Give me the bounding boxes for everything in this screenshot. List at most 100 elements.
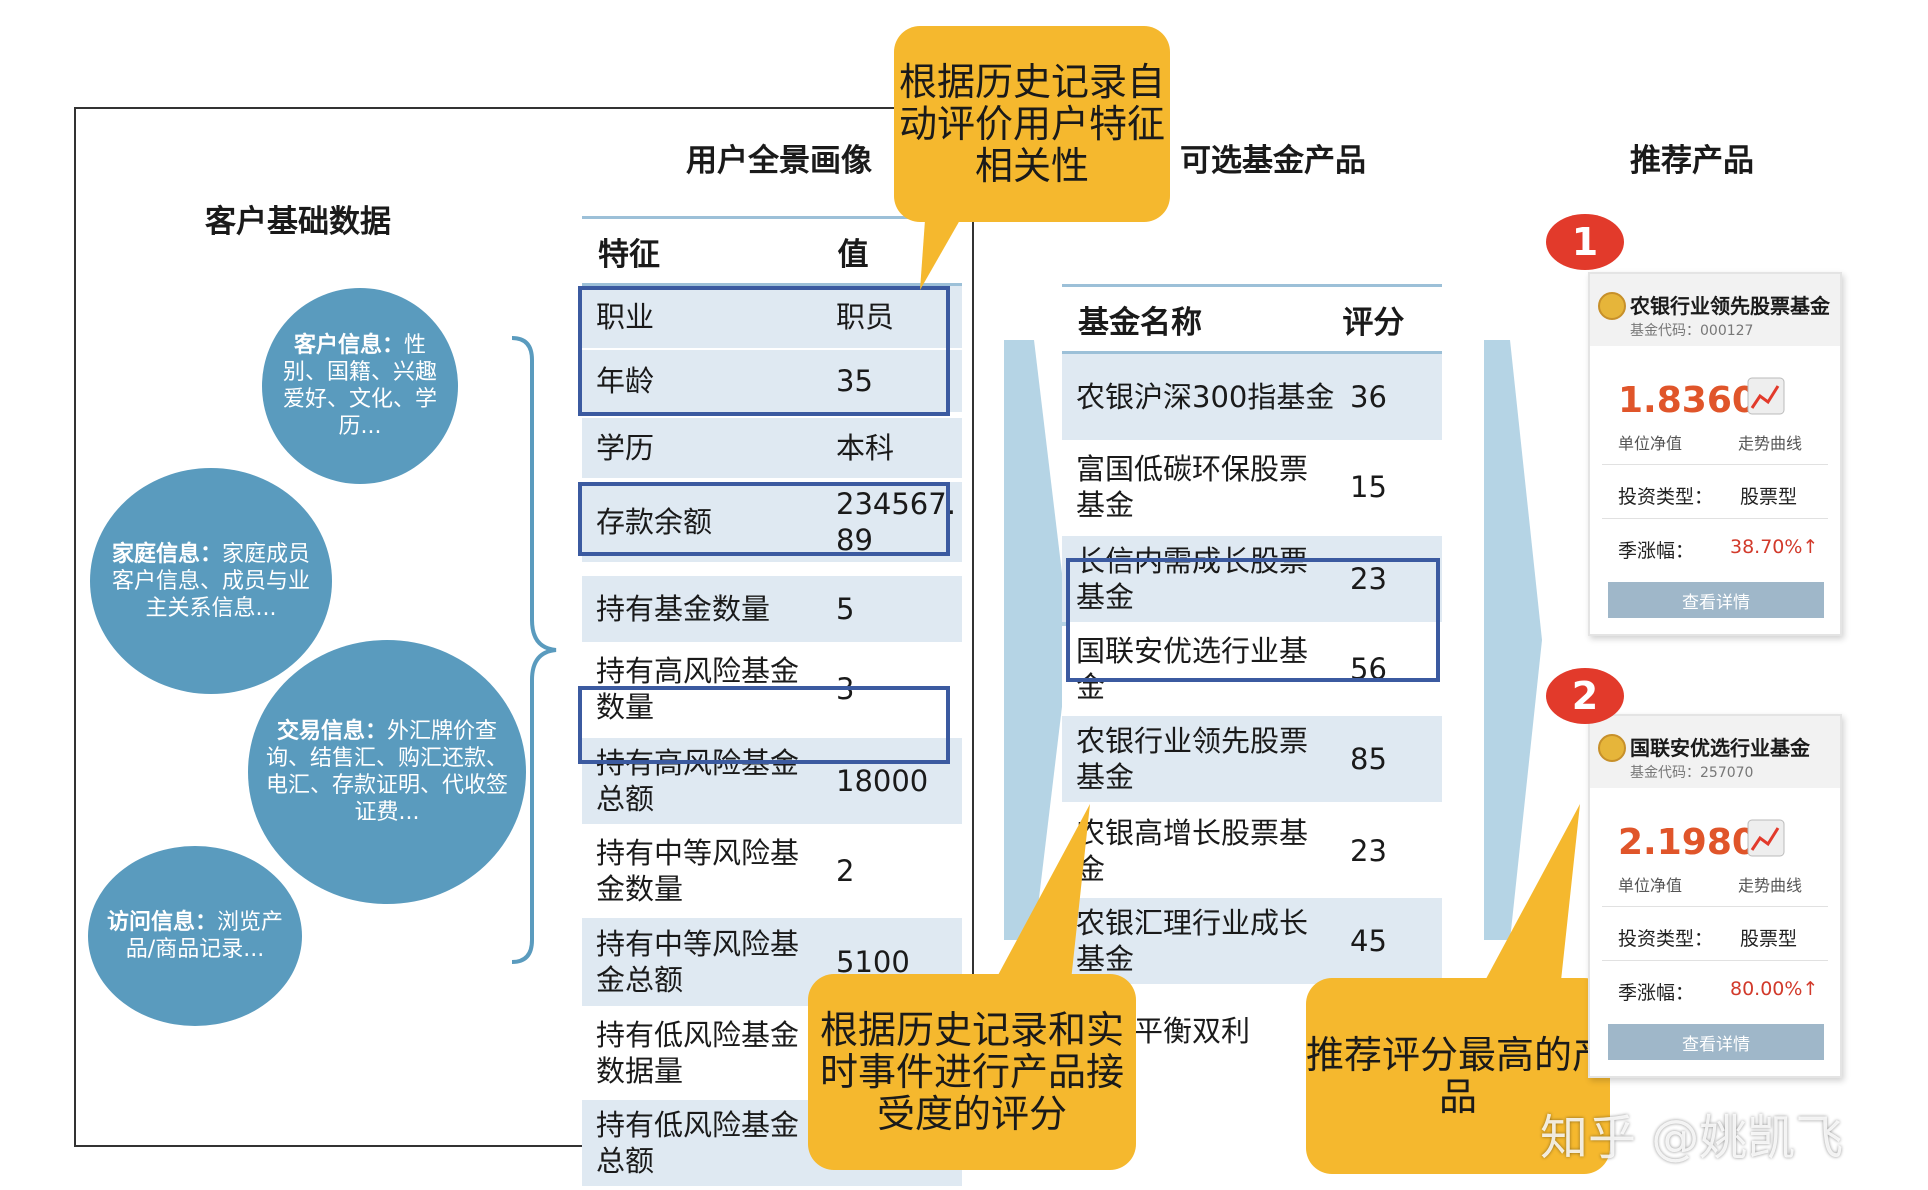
fund-score: 23 [1350,562,1387,596]
table-row: 农银行业领先股票基金 85 [1062,716,1442,802]
fund-score: 45 [1350,924,1387,958]
fund-header-name: 基金名称 [1078,304,1202,341]
fund-score: 15 [1350,470,1387,504]
circle-title: 访问信息： [106,910,217,935]
feature-name: 职业 [596,300,655,334]
feature-name: 年龄 [596,364,655,398]
heading-available-funds: 可选基金产品 [1180,143,1366,179]
circle-customer-info: 客户信息：性别、国籍、兴趣爱好、文化、学历... [262,288,458,484]
card-fund-name: 农银行业领先股票基金 [1630,294,1830,318]
table-row: 职业 职员 [582,286,962,348]
card-rise-label: 季涨幅： [1618,982,1695,1004]
card-nav-label: 单位净值 [1618,876,1683,895]
feature-name: 学历 [596,431,655,465]
feature-name: 持有高风险基金数量 [596,654,800,724]
circle-title: 家庭信息： [111,541,222,567]
bubble-pointer [1480,804,1580,990]
fund-score: 85 [1350,742,1387,776]
left-panel-frame [74,107,974,1147]
card-fund-name: 国联安优选行业基金 [1630,736,1810,760]
heading-customer-base: 客户基础数据 [205,204,391,240]
card-type-label: 投资类型： [1618,928,1714,950]
table-row: 农银沪深300指基金 36 [1062,354,1442,440]
circle-text: 家庭成员客户信息、成员与业主关系信息... [111,541,311,621]
table-row: 持有基金数量 5 [582,576,962,642]
heading-recommended: 推荐产品 [1630,143,1754,179]
table-row: 年龄 35 [582,350,962,412]
fund-score: 23 [1350,834,1387,868]
feature-value: 234567.89 [836,487,956,557]
table-row: 长信内需成长股票基金 23 [1062,536,1442,622]
highlight-box [578,482,950,556]
brace-icon [511,336,557,964]
table-row: 农银汇理行业成长基金 45 [1062,898,1442,984]
fund-score: 36 [1350,380,1387,414]
feature-value: 35 [836,364,873,398]
trend-chart-icon[interactable] [1746,818,1786,858]
heading-user-portrait: 用户全景画像 [686,143,872,179]
table-row: 农银高增长股票基金 23 [1062,808,1442,894]
product-card[interactable]: 农银行业领先股票基金 基金代码：000127 1.8360 单位净值 走势曲线 … [1588,272,1842,636]
card-type-label: 投资类型： [1618,486,1714,508]
bubble-evaluate-features: 根据历史记录自动评价用户特征相关性 [894,26,1170,222]
rank-badge: 1 [1546,214,1624,270]
feature-header-name: 特征 [598,236,660,273]
card-rise-value: 38.70%↑ [1730,536,1819,558]
card-fund-code: 基金代码：000127 [1630,323,1754,339]
table-row: 持有中等风险基金数量 2 [582,828,962,914]
medal-icon [1598,734,1626,762]
feature-name: 持有中等风险基金总额 [596,927,800,997]
feature-name: 存款余额 [596,505,713,539]
fund-name: 农银行业领先股票基金 [1076,724,1309,794]
feature-value: 18000 [836,764,929,798]
feature-name: 持有中等风险基金数量 [596,836,800,906]
circle-title: 交易信息： [276,719,387,744]
fund-table-header: 基金名称 评分 [1062,284,1442,354]
fund-name: 国联安优选行业基金 [1076,634,1309,704]
medal-icon [1598,292,1626,320]
bubble-product-scoring: 根据历史记录和实时事件进行产品接受度的评分 [808,974,1136,1170]
arrow-right-icon [1484,340,1542,940]
table-row: 国联安优选行业基金 56 [1062,626,1442,712]
highlight-box [578,686,950,764]
feature-header-value: 值 [837,236,869,273]
card-type-value: 股票型 [1740,928,1798,950]
fund-name: 富国低碳环保股票基金 [1076,452,1309,522]
highlight-box [1066,558,1440,682]
card-nav-value: 1.8360 [1618,380,1757,421]
bubble-pointer [990,804,1090,990]
feature-table-header: 特征 值 [582,216,962,286]
circle-transaction-info: 交易信息：外汇牌价查询、结售汇、购汇还款、电汇、存款证明、代收签证费... [248,640,526,904]
card-trend-label: 走势曲线 [1738,434,1803,453]
feature-name: 持有低风险基金总额 [596,1108,800,1178]
feature-value: 5100 [836,945,910,979]
card-rise-value: 80.00%↑ [1730,978,1819,1000]
card-nav-value: 2.1980 [1618,822,1757,863]
card-fund-code: 基金代码：257070 [1630,765,1754,781]
card-trend-label: 走势曲线 [1738,876,1803,895]
product-card[interactable]: 国联安优选行业基金 基金代码：257070 2.1980 单位净值 走势曲线 投… [1588,714,1842,1078]
arrow-right-icon [1004,340,1070,940]
fund-name: 农银高增长股票基金 [1076,816,1309,886]
feature-name: 持有低风险基金数据量 [596,1018,800,1088]
table-row: 存款余额 234567.89 [582,482,962,562]
view-details-button[interactable]: 查看详情 [1608,582,1824,618]
circle-text: 浏览产品/商品记录... [125,910,284,962]
fund-header-score: 评分 [1342,304,1405,341]
fund-name: 农银汇理行业成长基金 [1076,906,1309,976]
table-row: 富国低碳环保股票基金 15 [1062,444,1442,530]
circle-text: 性别、国籍、兴趣爱好、文化、学历... [282,333,437,439]
table-row: 学历 本科 [582,418,962,478]
highlight-box [578,286,950,416]
feature-value: 5 [836,592,855,626]
feature-value: 本科 [836,431,895,465]
feature-value: 职员 [836,300,895,334]
rank-badge: 2 [1546,668,1624,724]
circle-title: 客户信息： [293,333,404,358]
feature-name: 持有基金数量 [596,592,771,626]
view-details-button[interactable]: 查看详情 [1608,1024,1824,1060]
card-nav-label: 单位净值 [1618,434,1683,453]
feature-value: 2 [836,854,855,888]
circle-visit-info: 访问信息：浏览产品/商品记录... [88,846,302,1026]
trend-chart-icon[interactable] [1746,376,1786,416]
